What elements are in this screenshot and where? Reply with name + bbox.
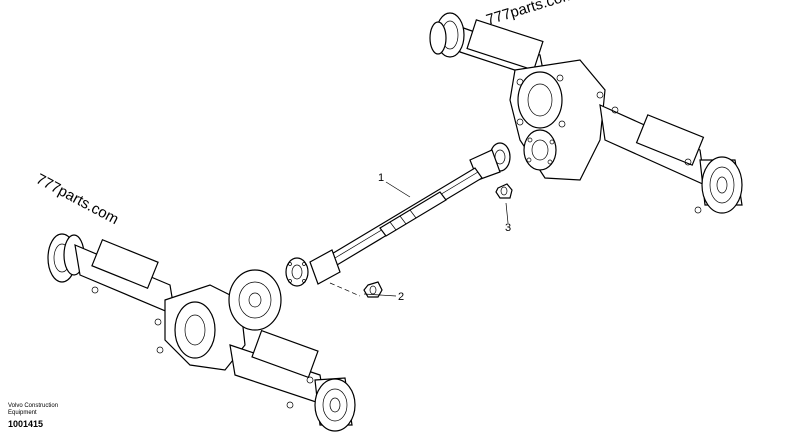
- watermark-top: 777parts.com: [484, 0, 576, 29]
- nut-part-2: [363, 281, 383, 298]
- drawing-number: 1001415: [8, 419, 44, 429]
- front-axle: [47, 233, 356, 432]
- drawing-info: Volvo Construction Equipment 1001415: [8, 403, 58, 429]
- nut-part-3: [495, 183, 513, 199]
- leader-lines: [329, 181, 509, 297]
- rear-axle: [429, 12, 743, 214]
- callout-2: 2: [398, 291, 404, 303]
- callout-1: 1: [378, 172, 384, 184]
- maker-name-line-1: Volvo Construction: [8, 403, 59, 409]
- maker-name-line-2: Equipment: [8, 410, 37, 416]
- watermark-left: 777parts.com: [33, 171, 121, 229]
- callout-3: 3: [505, 222, 511, 234]
- propeller-shaft: [285, 142, 511, 287]
